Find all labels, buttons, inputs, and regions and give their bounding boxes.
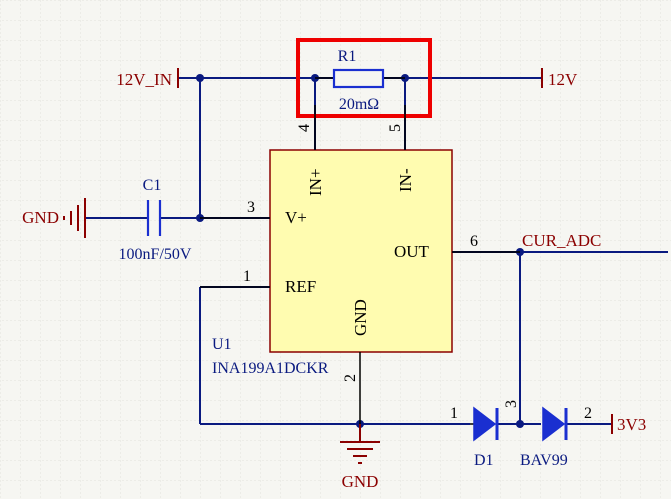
resistor-r1[interactable]: R1 20mΩ bbox=[315, 48, 405, 113]
power-port-3v3[interactable]: 3V3 bbox=[611, 414, 646, 434]
c1-designator: C1 bbox=[143, 177, 162, 194]
u1-pin-name-in-plus: IN+ bbox=[306, 168, 325, 196]
u1-pin-number-4: 4 bbox=[296, 124, 313, 132]
capacitor-c1[interactable]: C1 100nF/50V bbox=[119, 177, 192, 263]
r1-body bbox=[332, 68, 385, 89]
u1-pin-name-in-minus: IN- bbox=[396, 168, 415, 192]
power-port-12v-in[interactable]: 12V_IN bbox=[116, 68, 179, 89]
r1-highlight-box bbox=[296, 38, 432, 118]
u1-pin-number-1: 1 bbox=[243, 268, 251, 285]
d1-pin-number-1: 1 bbox=[450, 405, 458, 422]
u1-pin-name-vplus: V+ bbox=[285, 208, 307, 227]
junction-dot bbox=[196, 74, 204, 82]
u1-pin-number-6: 6 bbox=[470, 233, 478, 250]
r1-designator: R1 bbox=[338, 48, 357, 65]
c1-value: 100nF/50V bbox=[119, 246, 192, 263]
net-label-cur-adc[interactable]: CUR_ADC bbox=[522, 231, 601, 250]
u1-pin-number-5: 5 bbox=[387, 124, 404, 132]
net-label-3v3: 3V3 bbox=[617, 415, 646, 434]
u1-body bbox=[269, 149, 453, 353]
u1-designator: U1 bbox=[212, 336, 232, 353]
u1-pin-name-gnd: GND bbox=[351, 299, 370, 336]
d1-pin-number-3: 3 bbox=[503, 400, 520, 408]
net-label-gnd-left: GND bbox=[22, 208, 59, 227]
d1-diode-right-triangle bbox=[542, 406, 566, 442]
d1-part-number: BAV99 bbox=[520, 452, 568, 469]
ic-u1[interactable]: 3 1 6 4 5 2 V+ REF OUT IN+ IN- GND U1 IN… bbox=[200, 105, 520, 424]
power-port-12v[interactable]: 12V bbox=[541, 68, 578, 89]
net-label-12v: 12V bbox=[548, 70, 578, 89]
d1-designator: D1 bbox=[474, 452, 494, 469]
net-label-gnd-bottom: GND bbox=[342, 472, 379, 491]
diode-d1[interactable]: 1 2 3 D1 BAV99 bbox=[450, 400, 592, 469]
d1-diode-left-triangle bbox=[473, 406, 497, 442]
u1-pin-number-2: 2 bbox=[342, 374, 359, 382]
d1-pin-number-2: 2 bbox=[584, 405, 592, 422]
u1-pin-name-ref: REF bbox=[285, 277, 316, 296]
u1-pin-number-3: 3 bbox=[247, 199, 255, 216]
ground-symbol-bottom[interactable]: GND bbox=[340, 424, 380, 491]
u1-part-number: INA199A1DCKR bbox=[212, 360, 329, 377]
net-label-12v-in: 12V_IN bbox=[116, 70, 172, 89]
junction-dot bbox=[516, 420, 524, 428]
r1-value: 20mΩ bbox=[339, 96, 379, 113]
u1-pin-name-out: OUT bbox=[394, 242, 430, 261]
ground-symbol-left[interactable]: GND bbox=[22, 198, 86, 238]
